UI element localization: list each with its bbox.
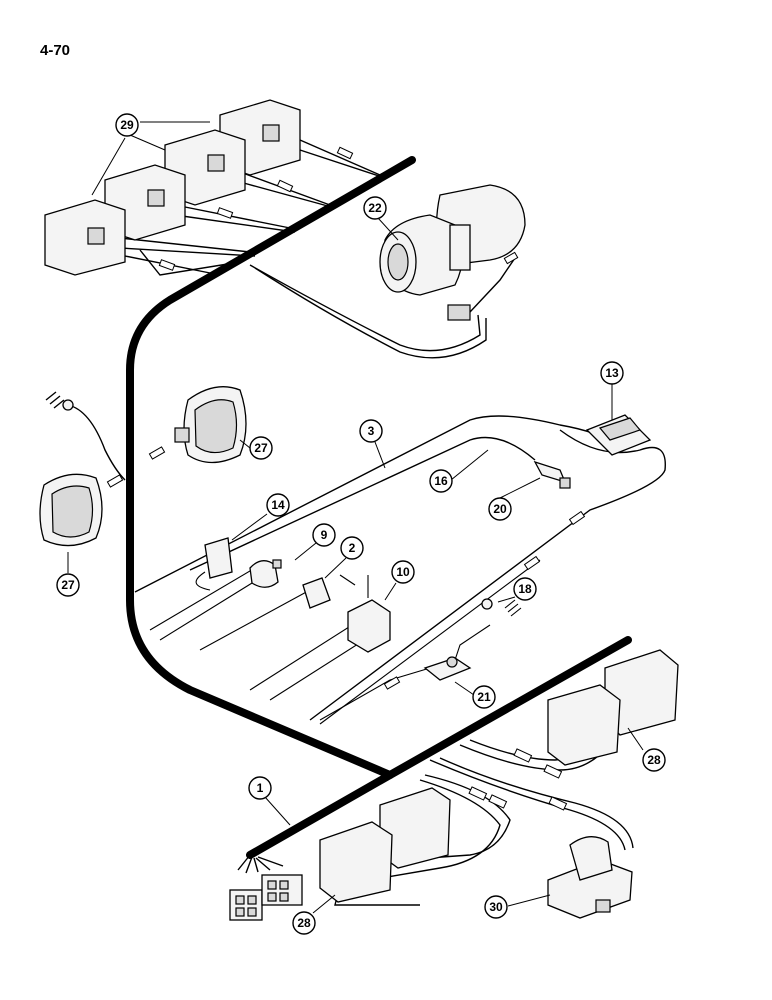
wire-21-b bbox=[319, 559, 541, 725]
wire-21-c bbox=[454, 624, 491, 661]
ground-eye-27 bbox=[62, 399, 74, 411]
wire-13 bbox=[309, 429, 666, 721]
inline-connectors bbox=[106, 146, 586, 811]
callout-28-right: 28 bbox=[642, 748, 666, 772]
wire-switches-c bbox=[199, 589, 311, 651]
svg-text:22: 22 bbox=[368, 201, 382, 215]
svg-text:10: 10 bbox=[396, 565, 410, 579]
callout-27-top: 27 bbox=[249, 436, 273, 460]
module-13 bbox=[585, 414, 652, 456]
page-number: 4-70 bbox=[40, 42, 71, 59]
ground-wire-27 bbox=[67, 404, 126, 481]
callout-14: 14 bbox=[266, 493, 290, 517]
blower-wire-a bbox=[249, 264, 481, 352]
svg-text:28: 28 bbox=[647, 753, 661, 767]
callout-27-bottom: 27 bbox=[56, 573, 80, 597]
callout-21: 21 bbox=[472, 685, 496, 709]
callout-2: 2 bbox=[340, 536, 364, 560]
svg-text:27: 27 bbox=[61, 578, 75, 592]
wire-switches-a bbox=[149, 564, 261, 631]
svg-text:3: 3 bbox=[368, 424, 375, 438]
svg-text:18: 18 bbox=[518, 582, 532, 596]
callout-22: 22 bbox=[363, 196, 387, 220]
callout-16: 16 bbox=[429, 469, 453, 493]
switch-10 bbox=[347, 575, 391, 653]
svg-text:20: 20 bbox=[493, 502, 507, 516]
callout-28-left: 28 bbox=[292, 911, 316, 935]
svg-text:14: 14 bbox=[271, 498, 285, 512]
callout-10: 10 bbox=[391, 560, 415, 584]
svg-text:16: 16 bbox=[434, 474, 448, 488]
switch-9 bbox=[249, 559, 282, 588]
svg-text:21: 21 bbox=[477, 690, 491, 704]
svg-text:1: 1 bbox=[257, 781, 264, 795]
lamp-28-left bbox=[319, 787, 451, 903]
svg-text:13: 13 bbox=[605, 366, 619, 380]
blower-motor-22 bbox=[379, 184, 526, 321]
wire-lamp-28-left-b bbox=[334, 779, 501, 906]
callout-9: 9 bbox=[312, 523, 336, 547]
multi-plug-connector bbox=[229, 854, 303, 921]
work-lamp-27-bottom bbox=[39, 473, 103, 547]
lamp-28-right bbox=[547, 649, 679, 766]
sensor-20 bbox=[533, 460, 571, 489]
callout-20: 20 bbox=[488, 497, 512, 521]
svg-text:29: 29 bbox=[120, 118, 134, 132]
callout-30: 30 bbox=[484, 895, 508, 919]
bolt-18 bbox=[481, 598, 522, 617]
ground-symbol-27 bbox=[45, 391, 65, 409]
wire-switches-b bbox=[159, 574, 266, 641]
svg-text:30: 30 bbox=[489, 900, 503, 914]
callout-29: 29 bbox=[115, 113, 139, 137]
bracket-21 bbox=[423, 656, 472, 681]
svg-text:2: 2 bbox=[349, 541, 356, 555]
svg-text:9: 9 bbox=[321, 528, 328, 542]
blower-wire-b bbox=[254, 267, 487, 359]
callout-1: 1 bbox=[248, 776, 272, 800]
callout-13: 13 bbox=[600, 361, 624, 385]
wire-switches-d bbox=[249, 619, 361, 691]
wire-motor-30-b bbox=[439, 757, 634, 849]
wire-16 bbox=[189, 436, 536, 571]
motor-30 bbox=[547, 836, 633, 919]
harness-branch-lower bbox=[246, 771, 394, 859]
work-lamp-27-top bbox=[174, 386, 247, 464]
callout-18: 18 bbox=[513, 577, 537, 601]
switch-14 bbox=[195, 537, 233, 591]
svg-text:27: 27 bbox=[254, 441, 268, 455]
lamp-group-29 bbox=[44, 99, 301, 276]
blower-wire-c bbox=[469, 257, 516, 313]
main-harness bbox=[126, 156, 632, 779]
callout-3: 3 bbox=[359, 419, 383, 443]
leader-lines bbox=[67, 121, 644, 914]
switch-2 bbox=[302, 574, 356, 609]
svg-text:28: 28 bbox=[297, 916, 311, 930]
upper-lamp-wires bbox=[119, 139, 386, 276]
